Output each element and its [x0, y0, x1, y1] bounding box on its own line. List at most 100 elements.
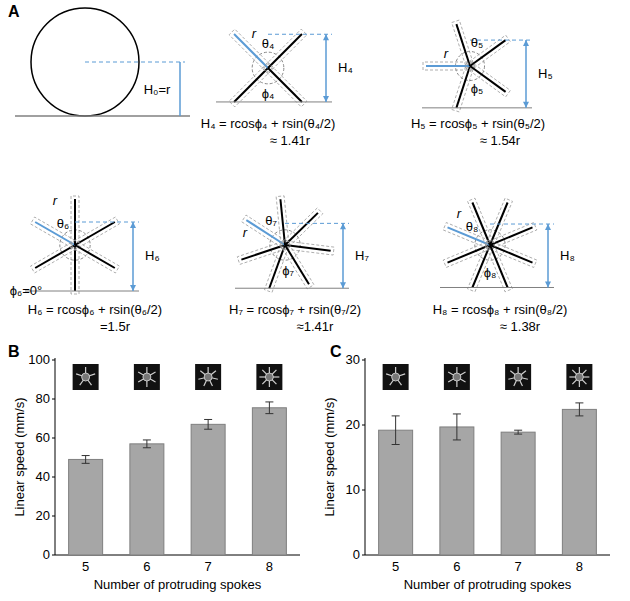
ground-line [15, 115, 190, 117]
error-bar [579, 403, 580, 416]
photo-hub [514, 373, 522, 381]
figure-label: 8 [576, 560, 583, 575]
figure-label: r [252, 27, 256, 42]
spoke [490, 227, 532, 245]
bar [562, 409, 596, 555]
figure-label: H₄ = rcosϕ₄ + rsin(θ₄/2) [201, 117, 335, 132]
figure-label: r [444, 47, 448, 62]
error-cap [575, 402, 583, 403]
figure-label: ϕ₈ [484, 266, 497, 281]
figure-label: H₆ [145, 249, 160, 264]
reference-line [490, 224, 554, 225]
spoke [35, 245, 75, 268]
figure-label: H₀=r [144, 83, 171, 98]
figure-label: ϕ₄ [262, 87, 275, 102]
y-tick [52, 438, 55, 439]
figure-label: 8 [266, 560, 273, 575]
arrow-head [545, 224, 551, 230]
arrow-head [545, 281, 551, 287]
figure-label: θ₅ [471, 36, 483, 51]
bar [130, 444, 164, 555]
spoke-outline [31, 217, 80, 250]
figure-label: r [243, 226, 247, 241]
reference-line [268, 34, 332, 35]
figure-label: r [457, 207, 461, 222]
error-cap [82, 463, 90, 464]
ground-line [422, 107, 532, 108]
error-bar [456, 414, 457, 440]
panel-letter: C [330, 343, 342, 361]
figure-label: 7 [204, 560, 211, 575]
figure-label: H₈ [560, 249, 575, 264]
photo-hub [392, 373, 400, 381]
figure-label: H₄ [338, 61, 353, 76]
figure-label: =1.5r [100, 320, 130, 335]
spoke-outline [31, 240, 80, 273]
figure-label: H₅ [538, 67, 553, 82]
photo-hub [204, 373, 212, 381]
reference-line [85, 62, 185, 63]
figure-label: 5 [82, 560, 89, 575]
spoke-outline [280, 240, 314, 289]
spoke [241, 245, 285, 260]
error-cap [575, 415, 583, 416]
y-tick [52, 516, 55, 517]
wheel-photo [256, 364, 282, 390]
figure-label: 80 [36, 392, 50, 407]
y-tick [52, 477, 55, 478]
photo-hub [265, 373, 273, 381]
photo-hub [82, 373, 90, 381]
arrow-head [523, 40, 529, 46]
height-line [132, 222, 134, 291]
figure-label: ≈ 1.41r [270, 134, 310, 149]
figure-label: H₇ = rcosϕ₇ + rsin(θ₇/2) [229, 303, 361, 318]
figure-label: 0 [43, 548, 50, 563]
error-cap [514, 434, 522, 435]
bar [252, 408, 286, 555]
wheel-photo [383, 364, 409, 390]
y-axis [55, 358, 56, 555]
figure-label: ≈ 1.38r [500, 320, 540, 335]
photo-hub [143, 373, 151, 381]
error-bar [85, 456, 86, 464]
y-axis [365, 358, 366, 555]
ground-line [235, 288, 349, 289]
ground-line [216, 101, 332, 102]
figure-label: Number of protruding spokes [94, 578, 262, 593]
spoke [75, 222, 115, 245]
bar [501, 432, 535, 555]
height-line [325, 34, 327, 102]
spoke [448, 245, 490, 263]
error-cap [265, 401, 273, 402]
error-cap [514, 430, 522, 431]
wheel-photo [505, 364, 531, 390]
error-cap [453, 439, 461, 440]
figure-label: 20 [36, 509, 50, 524]
spoke [456, 66, 470, 108]
wheel-photo [73, 364, 99, 390]
spoke-outline [70, 240, 119, 273]
spoke [75, 245, 115, 268]
spoke-outline [465, 61, 510, 97]
figure-label: 20 [346, 418, 360, 433]
figure-label: 10 [346, 483, 360, 498]
arrow-head [340, 282, 346, 288]
figure-label: H₅ = rcosϕ₅ + rsin(θ₅/2) [411, 117, 545, 132]
figure-label: ϕ₆=0° [10, 284, 43, 299]
error-bar [395, 416, 396, 445]
error-bar [146, 440, 147, 448]
spoke [456, 24, 470, 66]
error-cap [143, 447, 151, 448]
figure-label: 40 [36, 470, 50, 485]
photo-hub [453, 373, 461, 381]
y-tick [362, 490, 365, 491]
error-cap [143, 439, 151, 440]
panel-letter: B [8, 343, 20, 361]
figure-label: θ₄ [262, 37, 275, 52]
figure-label: ϕ₇ [282, 264, 294, 279]
error-bar [518, 430, 519, 434]
height-line [525, 40, 527, 108]
figure-label: θ₆ [57, 217, 69, 232]
